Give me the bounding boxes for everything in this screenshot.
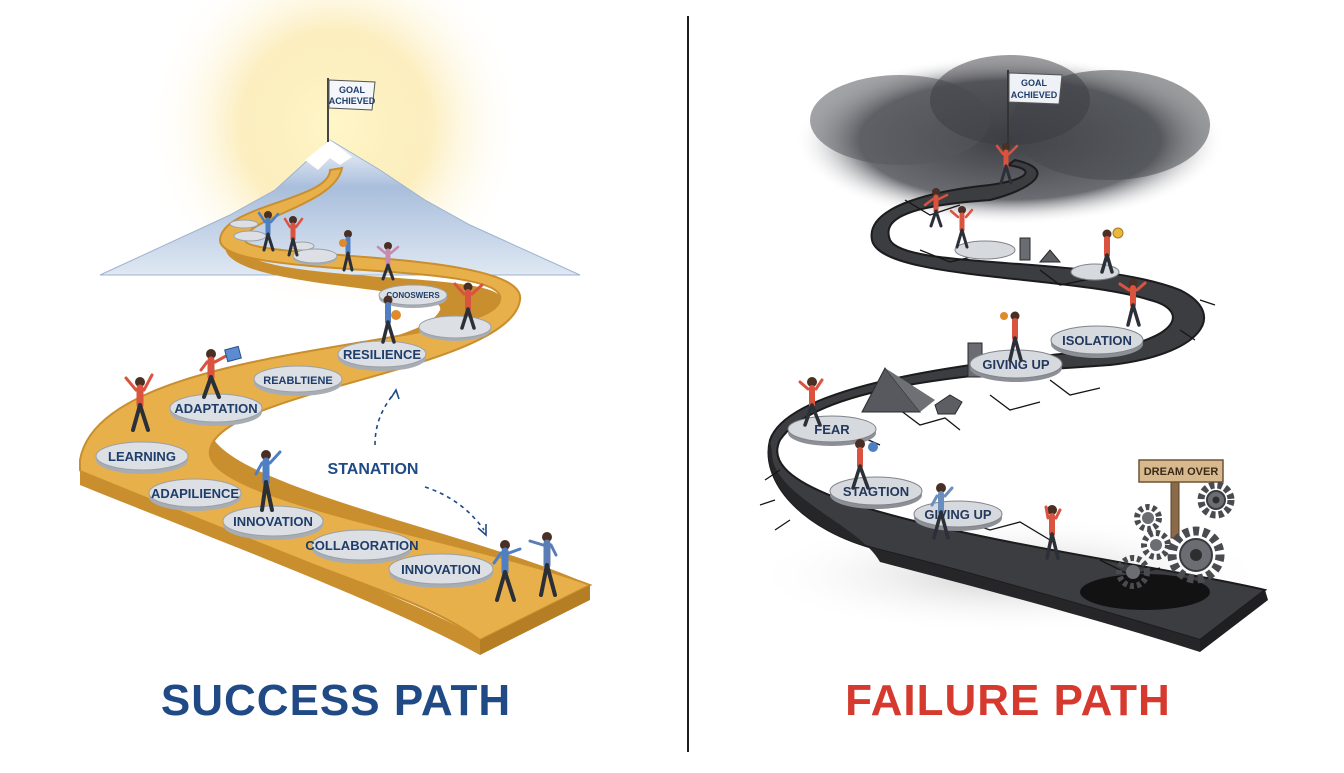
gold-path-edge xyxy=(174,175,590,600)
stone-label: CONOSWERS xyxy=(386,291,440,300)
person-figure xyxy=(453,282,484,330)
crater xyxy=(1080,574,1210,610)
person-figure xyxy=(851,439,878,490)
person-figure xyxy=(1044,505,1062,560)
stone-label: GIVING UP xyxy=(924,507,992,522)
dark-path-edge xyxy=(768,440,880,562)
signpost-icon xyxy=(1138,459,1224,539)
stone-label: INNOVATION xyxy=(233,514,313,529)
stone-label: GIVING UP xyxy=(982,357,1050,372)
gold-path-end xyxy=(480,585,590,655)
rock xyxy=(934,394,963,415)
flag-label-line1: GOAL xyxy=(339,85,366,95)
stone-label: RESILIENCE xyxy=(343,347,421,362)
stone: REABLTIENE xyxy=(253,365,343,396)
person-figure xyxy=(381,295,401,344)
stone xyxy=(418,315,492,341)
stone: GIVING UP xyxy=(913,500,1003,531)
stone xyxy=(1070,263,1120,281)
stone: RESILIENCE xyxy=(337,340,427,371)
person-figure xyxy=(930,483,954,540)
stone: STAGTION xyxy=(829,476,923,509)
dashed-arrow xyxy=(424,486,485,531)
stone: INNOVATION xyxy=(222,505,324,540)
person-figure xyxy=(1100,227,1124,274)
success-panel: GOAL ACHIEVED INNOVATION COLLABORATION I… xyxy=(79,0,593,655)
stone: ADAPTATION xyxy=(169,393,263,426)
stone: COLLABORATION xyxy=(305,529,419,564)
dark-path-edge xyxy=(880,550,1200,652)
rock xyxy=(1038,249,1062,263)
person-figure xyxy=(376,242,400,281)
person-figure xyxy=(283,216,304,257)
person-figure xyxy=(254,450,282,512)
arrow-head-icon xyxy=(477,524,487,537)
stone-label: ADAPTATION xyxy=(174,401,257,416)
flag-icon xyxy=(327,78,376,142)
flag-label-line2: ACHIEVED xyxy=(329,96,376,106)
stone-label: REABLTIENE xyxy=(263,375,332,387)
arrow-head-icon xyxy=(390,388,400,400)
person-figure xyxy=(995,143,1019,185)
dark-path-end xyxy=(1200,590,1268,652)
person-figure xyxy=(923,188,949,228)
stone-label: ADAPILIENCE xyxy=(151,486,239,501)
stone-label: ISOLATION xyxy=(1062,333,1132,348)
stone: INNOVATION xyxy=(388,553,494,588)
person-figure xyxy=(949,206,974,249)
gear-icon xyxy=(1167,526,1225,584)
person-figure xyxy=(1000,311,1023,362)
stone: ADAPILIENCE xyxy=(148,478,242,511)
sign-label: DREAM OVER xyxy=(1144,466,1219,478)
flag-icon xyxy=(1007,70,1063,145)
person-figure xyxy=(492,540,522,602)
gold-path-front-edge xyxy=(80,470,480,655)
person-figure xyxy=(1118,278,1147,327)
flag-label-line1: GOAL xyxy=(1021,78,1048,88)
stone-label: STAGTION xyxy=(843,484,909,499)
stone: CONOSWERS xyxy=(378,284,448,308)
failure-panel: GIVING UP STAGTION FEAR GIVING UP ISOLAT… xyxy=(750,55,1270,652)
stone: LEARNING xyxy=(95,441,189,474)
success-path-title: SUCCESS PATH xyxy=(160,676,512,725)
stone xyxy=(229,219,259,229)
person-figure xyxy=(528,532,558,597)
person-figure xyxy=(199,345,242,399)
stone: FEAR xyxy=(787,415,877,446)
snow-cap xyxy=(305,140,352,170)
gear-icon xyxy=(1134,504,1162,532)
gear-icon xyxy=(1116,555,1150,589)
flag-label-line2: ACHIEVED xyxy=(1011,90,1058,100)
dashed-arrow xyxy=(374,391,396,446)
stone xyxy=(292,248,338,265)
person-figure xyxy=(798,377,824,427)
person-figure xyxy=(257,211,280,252)
annotation-label: STANATION xyxy=(328,461,419,478)
rock xyxy=(885,368,935,412)
stone: ISOLATION xyxy=(1050,325,1144,358)
stone-label: INNOVATION xyxy=(401,562,481,577)
stone: GIVING UP xyxy=(969,349,1063,382)
gear-icon xyxy=(1141,530,1171,560)
stone-label: LEARNING xyxy=(108,449,176,464)
gear-icon xyxy=(1197,481,1235,519)
person-figure xyxy=(339,230,354,272)
stone-label: COLLABORATION xyxy=(305,538,418,553)
failure-path-title: FAILURE PATH xyxy=(845,676,1171,725)
stone xyxy=(954,240,1016,260)
rock xyxy=(1019,237,1031,261)
person-figure xyxy=(124,373,154,432)
stone xyxy=(233,230,267,242)
stone-label: FEAR xyxy=(814,422,850,437)
